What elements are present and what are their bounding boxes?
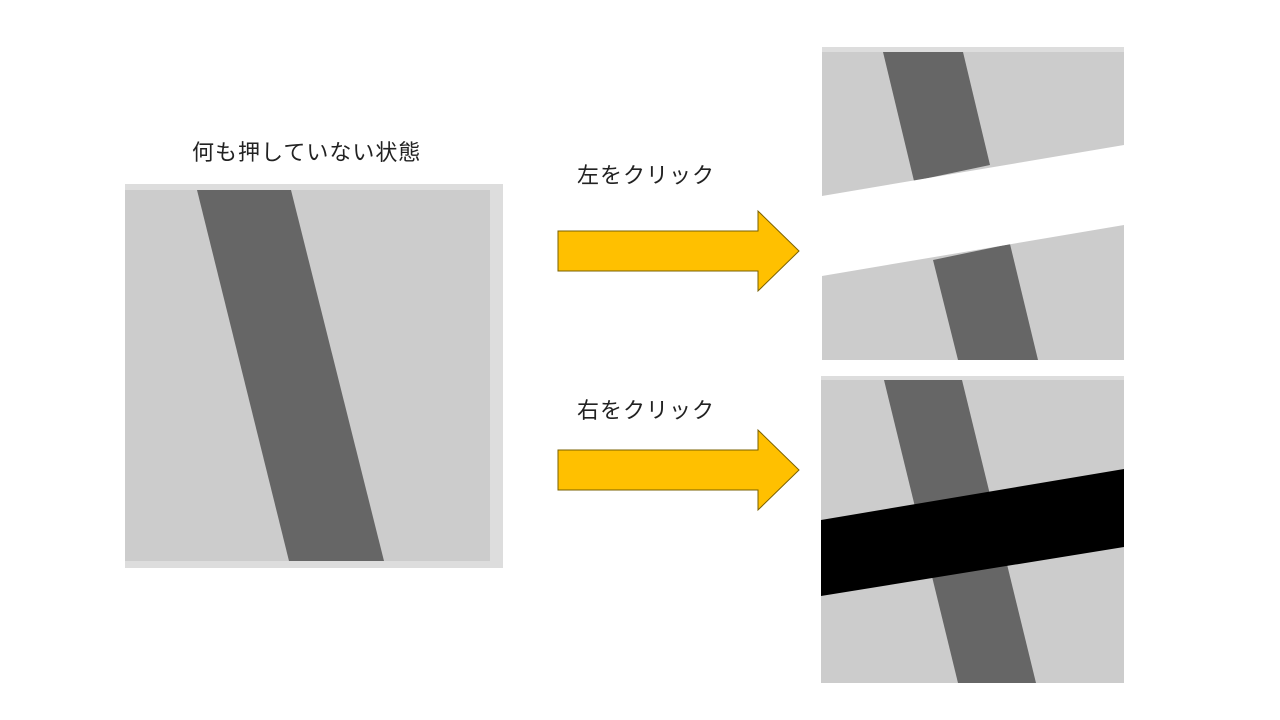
initial-state-panel [125, 184, 503, 568]
white-cut-band [822, 145, 1124, 276]
initial-state-label: 何も押していない状態 [192, 141, 422, 166]
upper-bar-segment [883, 52, 990, 181]
left-click-result-panel [822, 47, 1124, 360]
right-arrow-icon [557, 209, 800, 293]
slanted-bar [197, 190, 384, 561]
left-click-label: 左をクリック [577, 164, 716, 189]
arrow-shape [557, 209, 800, 293]
arrow-shape [557, 428, 800, 512]
black-band [821, 469, 1124, 596]
right-arrow-icon [557, 428, 800, 512]
right-click-label: 右をクリック [577, 399, 716, 424]
lower-bar-segment [933, 244, 1038, 360]
right-click-result-panel [821, 376, 1124, 683]
